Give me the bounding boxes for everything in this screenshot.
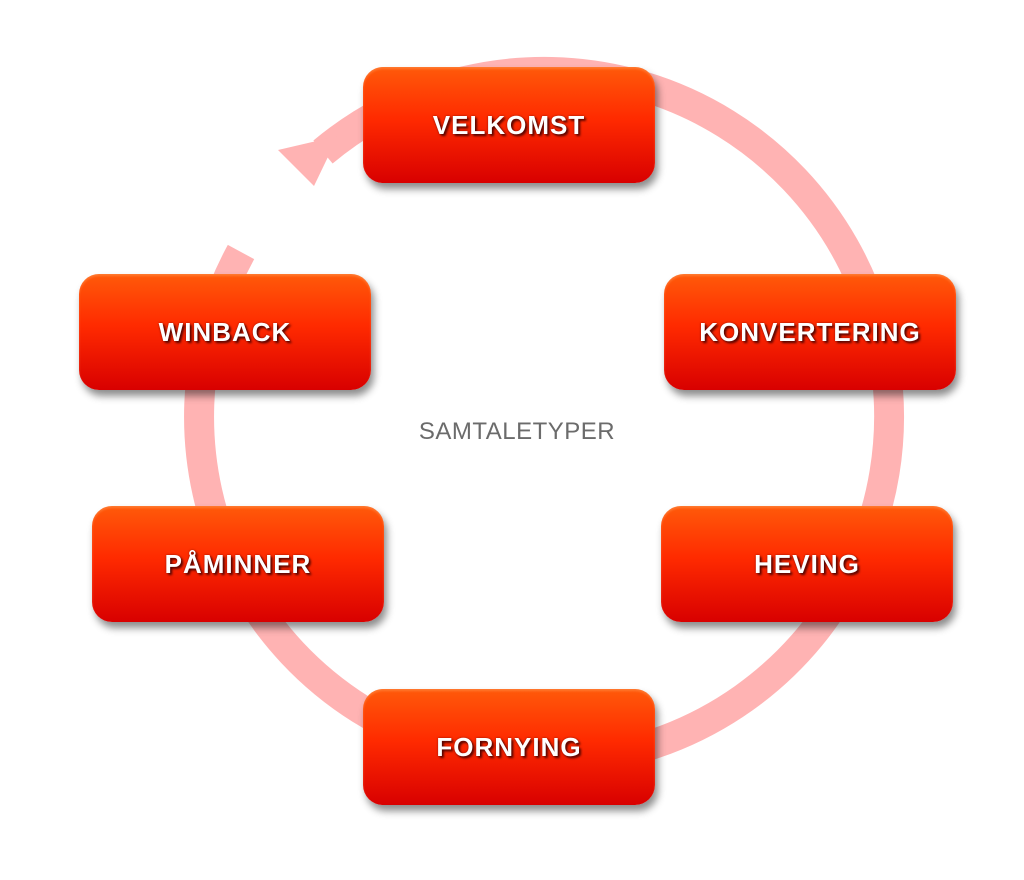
stage-label: HEVING — [754, 548, 860, 579]
cycle-arrow-head — [278, 136, 338, 186]
stage-label: KONVERTERING — [699, 316, 921, 347]
stage-label: VELKOMST — [432, 109, 586, 140]
stage-paminner: PÅMINNER — [92, 506, 384, 622]
center-title: SAMTALETYPER — [418, 418, 616, 445]
stage-label: PÅMINNER — [164, 548, 312, 579]
stage-winback: WINBACK — [79, 274, 371, 390]
stage-label: FORNYING — [436, 731, 582, 762]
stage-velkomst: VELKOMST — [363, 67, 655, 183]
stage-fornying: FORNYING — [363, 689, 655, 805]
stage-heving: HEVING — [661, 506, 953, 622]
stage-label: WINBACK — [158, 316, 292, 347]
stage-konvertering: KONVERTERING — [664, 274, 956, 390]
